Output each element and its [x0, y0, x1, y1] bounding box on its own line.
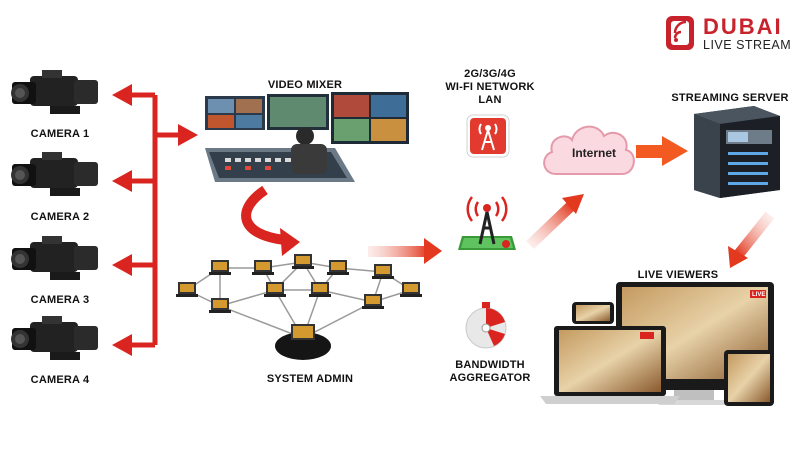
video-mixer-label: VIDEO MIXER: [267, 79, 343, 91]
camera-3-icon: [11, 236, 98, 280]
cell-tower-icon: [466, 114, 510, 158]
server-icon: [694, 106, 780, 198]
internet-cloud-icon: [543, 125, 635, 175]
camera-1-icon: [11, 70, 98, 114]
live-badge: LIVE: [752, 292, 766, 298]
network-label-line2: WI-FI NETWORK: [445, 81, 535, 93]
camera-bus-arrows: [112, 84, 198, 356]
system-admin-network: [176, 254, 422, 360]
camera-1-label: CAMERA 1: [30, 128, 90, 140]
network-nodes: [176, 254, 422, 313]
logo-tagline: LIVE STREAM: [703, 38, 792, 52]
devices-image: [540, 282, 774, 406]
live-viewers-label: LIVE VIEWERS: [637, 269, 719, 281]
camera-3-label: CAMERA 3: [30, 294, 90, 306]
bandwidth-label-line2: AGGREGATOR: [449, 372, 531, 384]
camera-4-label: CAMERA 4: [30, 374, 90, 386]
bandwidth-label-line1: BANDWIDTH: [455, 359, 525, 371]
wifi-tower-icon: [458, 196, 516, 250]
camera-2-label: CAMERA 2: [30, 211, 90, 223]
internet-label: Internet: [572, 146, 617, 160]
network-label-line1: 2G/3G/4G: [464, 68, 516, 80]
camera-4-icon: [11, 316, 98, 360]
camera-2-icon: [11, 152, 98, 196]
system-admin-label: SYSTEM ADMIN: [266, 373, 354, 385]
network-label-line3: LAN: [478, 94, 502, 106]
logo-icon: [666, 16, 694, 50]
video-mixer-image: [205, 92, 409, 182]
streaming-server-label: STREAMING SERVER: [671, 92, 789, 104]
curved-arrow: [241, 185, 286, 245]
bandwidth-aggregator-icon: [465, 302, 507, 349]
logo-brand: DUBAI: [703, 14, 783, 39]
